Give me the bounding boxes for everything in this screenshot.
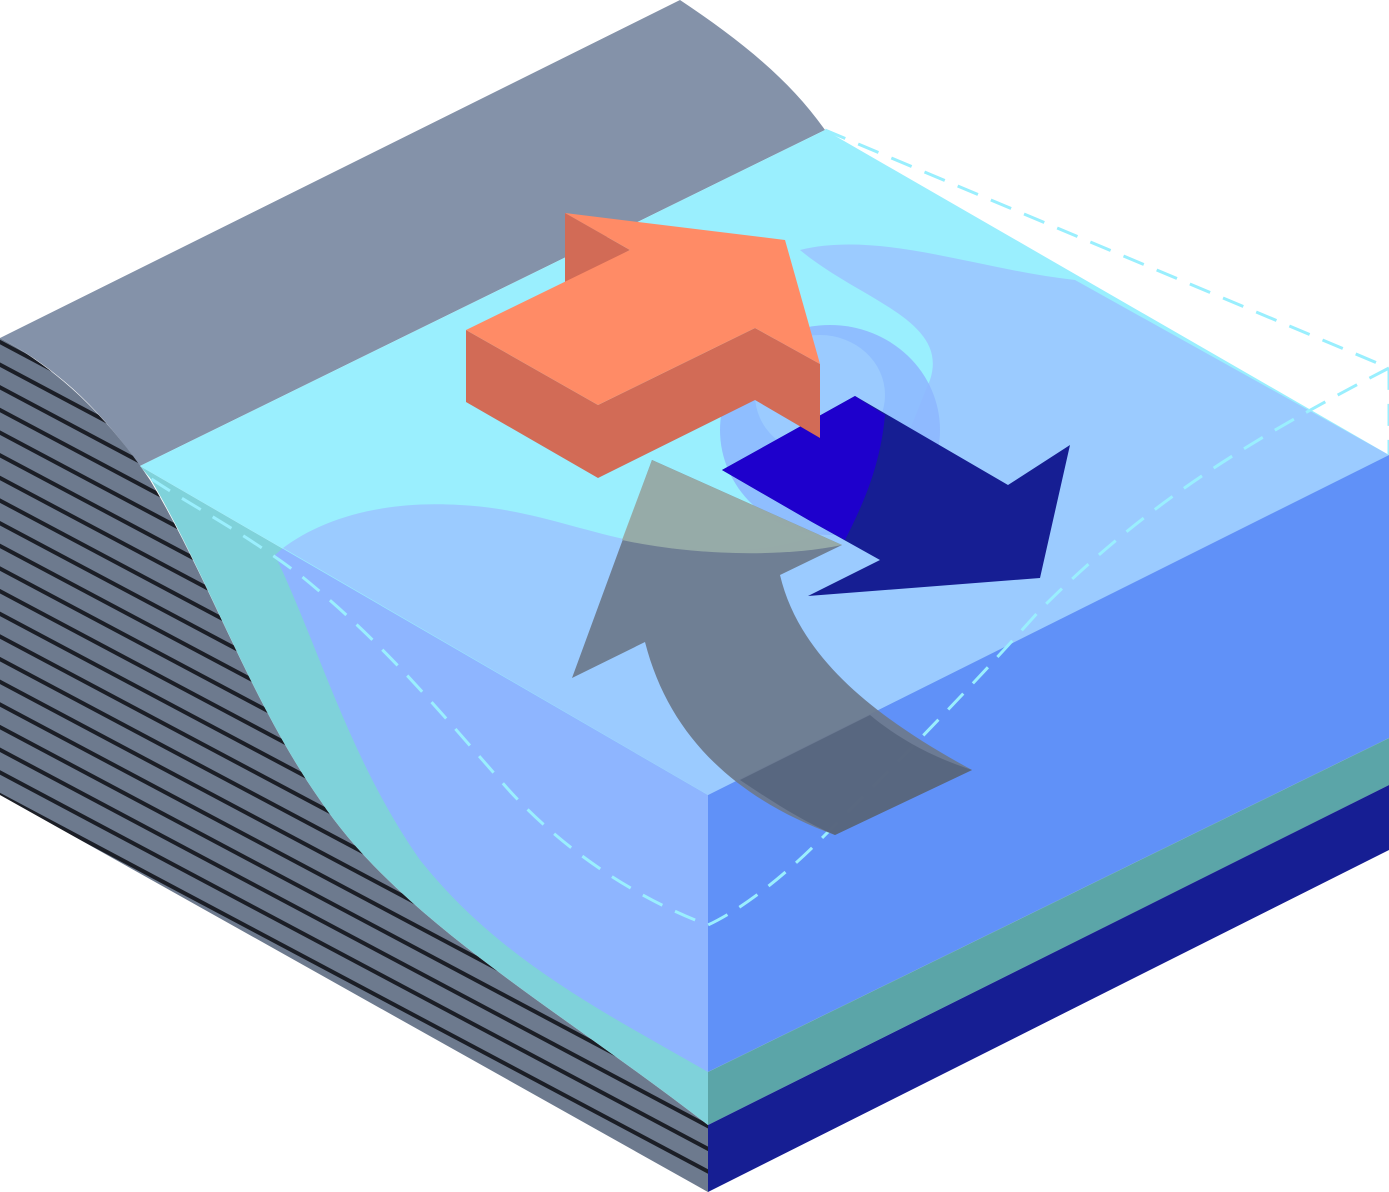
open-water-surface bbox=[283, 244, 1389, 795]
front-face-upper bbox=[708, 455, 1389, 1072]
land-top-surface bbox=[0, 0, 825, 466]
front-face-bottom-band bbox=[708, 785, 1389, 1192]
dashed-interface-line-front bbox=[149, 366, 1389, 927]
upwelling-arrow-submerged bbox=[740, 715, 972, 835]
upwelling-arrow-light-tip bbox=[622, 460, 842, 554]
offshore-arrow-side bbox=[466, 328, 820, 478]
side-water-region bbox=[275, 548, 708, 1072]
front-face-mid-band bbox=[708, 738, 1389, 1125]
offshore-arrow-side-left bbox=[565, 213, 630, 285]
land-cliff-section bbox=[0, 338, 708, 1192]
current-arrow-highlight bbox=[722, 396, 885, 540]
offshore-arrow-top bbox=[466, 213, 820, 405]
